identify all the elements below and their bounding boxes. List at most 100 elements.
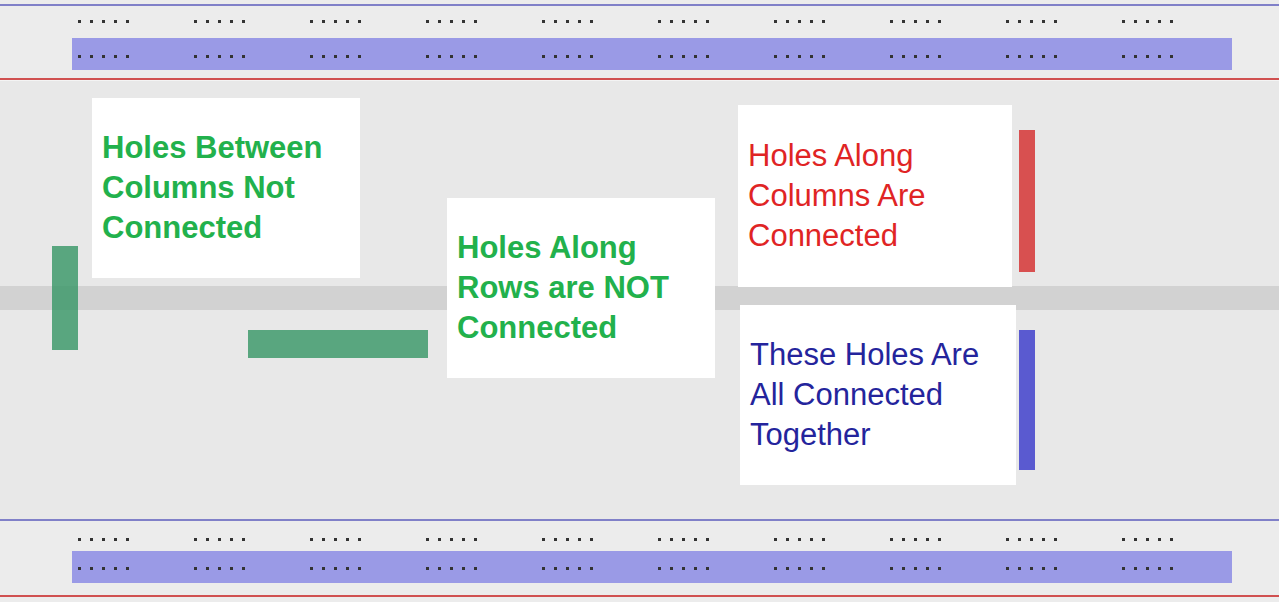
rail-hole [102, 567, 105, 570]
rail-hole [1030, 20, 1033, 23]
rail-hole [774, 55, 777, 58]
rail-hole [542, 55, 545, 58]
rail-hole [670, 55, 673, 58]
rail-hole [554, 567, 557, 570]
rail-hole [670, 538, 673, 541]
rail-hole [798, 538, 801, 541]
rail-hole [1158, 538, 1161, 541]
rail-hole [670, 567, 673, 570]
rail-hole [938, 55, 941, 58]
rail-hole [194, 538, 197, 541]
callout-text: Holes Between Columns Not Connected [102, 128, 350, 249]
rail-hole [206, 20, 209, 23]
rail-hole [682, 538, 685, 541]
rail-hole [450, 55, 453, 58]
rail-hole [426, 567, 429, 570]
rail-hole [358, 567, 361, 570]
callout-box: Holes Along Columns Are Connected [738, 105, 1012, 287]
rail-hole [926, 567, 929, 570]
rail-hole [102, 20, 105, 23]
rail-hole [566, 567, 569, 570]
rail-hole [206, 55, 209, 58]
rail-hole [822, 538, 825, 541]
rail-hole [1146, 20, 1149, 23]
rail-hole [126, 567, 129, 570]
rail-hole [774, 567, 777, 570]
rail-hole [926, 538, 929, 541]
rail-hole [658, 538, 661, 541]
rail-hole [114, 567, 117, 570]
rail-hole [682, 55, 685, 58]
rail-hole [786, 538, 789, 541]
rail-hole [1122, 538, 1125, 541]
rail-hole [114, 55, 117, 58]
rail-hole [126, 20, 129, 23]
rail-hole [902, 20, 905, 23]
rail-hole [102, 55, 105, 58]
callout-text: Holes Along Rows are NOT Connected [457, 228, 705, 349]
rail-hole [126, 55, 129, 58]
rail-hole [1042, 20, 1045, 23]
rail-hole [1018, 538, 1021, 541]
rail-hole [670, 20, 673, 23]
hole-row [38, 411, 1274, 415]
rail-hole [438, 55, 441, 58]
rail-hole [810, 567, 813, 570]
rail-hole [590, 538, 593, 541]
rail-hole [474, 567, 477, 570]
rail-hole [358, 55, 361, 58]
rail-hole [450, 567, 453, 570]
rail-hole [1170, 538, 1173, 541]
rail-hole [902, 55, 905, 58]
rail-hole [938, 20, 941, 23]
rail-hole [1054, 55, 1057, 58]
rail-hole [658, 55, 661, 58]
rail-hole [822, 20, 825, 23]
rail-hole [206, 567, 209, 570]
rail-hole [1018, 567, 1021, 570]
rail-hole [230, 538, 233, 541]
rail-hole [1018, 20, 1021, 23]
rail-hole [346, 567, 349, 570]
rail-hole [450, 20, 453, 23]
rail-hole [694, 538, 697, 541]
rail-hole [78, 20, 81, 23]
rail-hole [310, 20, 313, 23]
rail-hole [114, 538, 117, 541]
rail-hole [706, 538, 709, 541]
rail-hole [334, 55, 337, 58]
rail-hole [310, 55, 313, 58]
rail-hole [1006, 20, 1009, 23]
rail-hole [706, 55, 709, 58]
rail-hole [474, 538, 477, 541]
rail-hole [334, 538, 337, 541]
rail-hole [774, 538, 777, 541]
rail-hole [102, 538, 105, 541]
rail-hole [462, 55, 465, 58]
rail-hole [1018, 55, 1021, 58]
rail-hole [322, 538, 325, 541]
rail-hole [1030, 55, 1033, 58]
rail-hole [890, 20, 893, 23]
rail-hole [682, 20, 685, 23]
rail-hole [554, 20, 557, 23]
rail-hole [694, 55, 697, 58]
rail-hole [322, 20, 325, 23]
rail-hole [1146, 55, 1149, 58]
rail-hole [902, 538, 905, 541]
callout-text: Holes Along Columns Are Connected [748, 136, 1002, 257]
rail-hole [926, 55, 929, 58]
rail-hole [230, 567, 233, 570]
rail-hole [438, 538, 441, 541]
rail-hole [810, 538, 813, 541]
rail-hole [554, 55, 557, 58]
rail-hole [566, 20, 569, 23]
rail-hole [1158, 567, 1161, 570]
rail-hole [810, 20, 813, 23]
rail-hole [542, 567, 545, 570]
rail-hole [914, 538, 917, 541]
rail-hole [694, 20, 697, 23]
rail-hole [462, 567, 465, 570]
rail-hole [786, 55, 789, 58]
